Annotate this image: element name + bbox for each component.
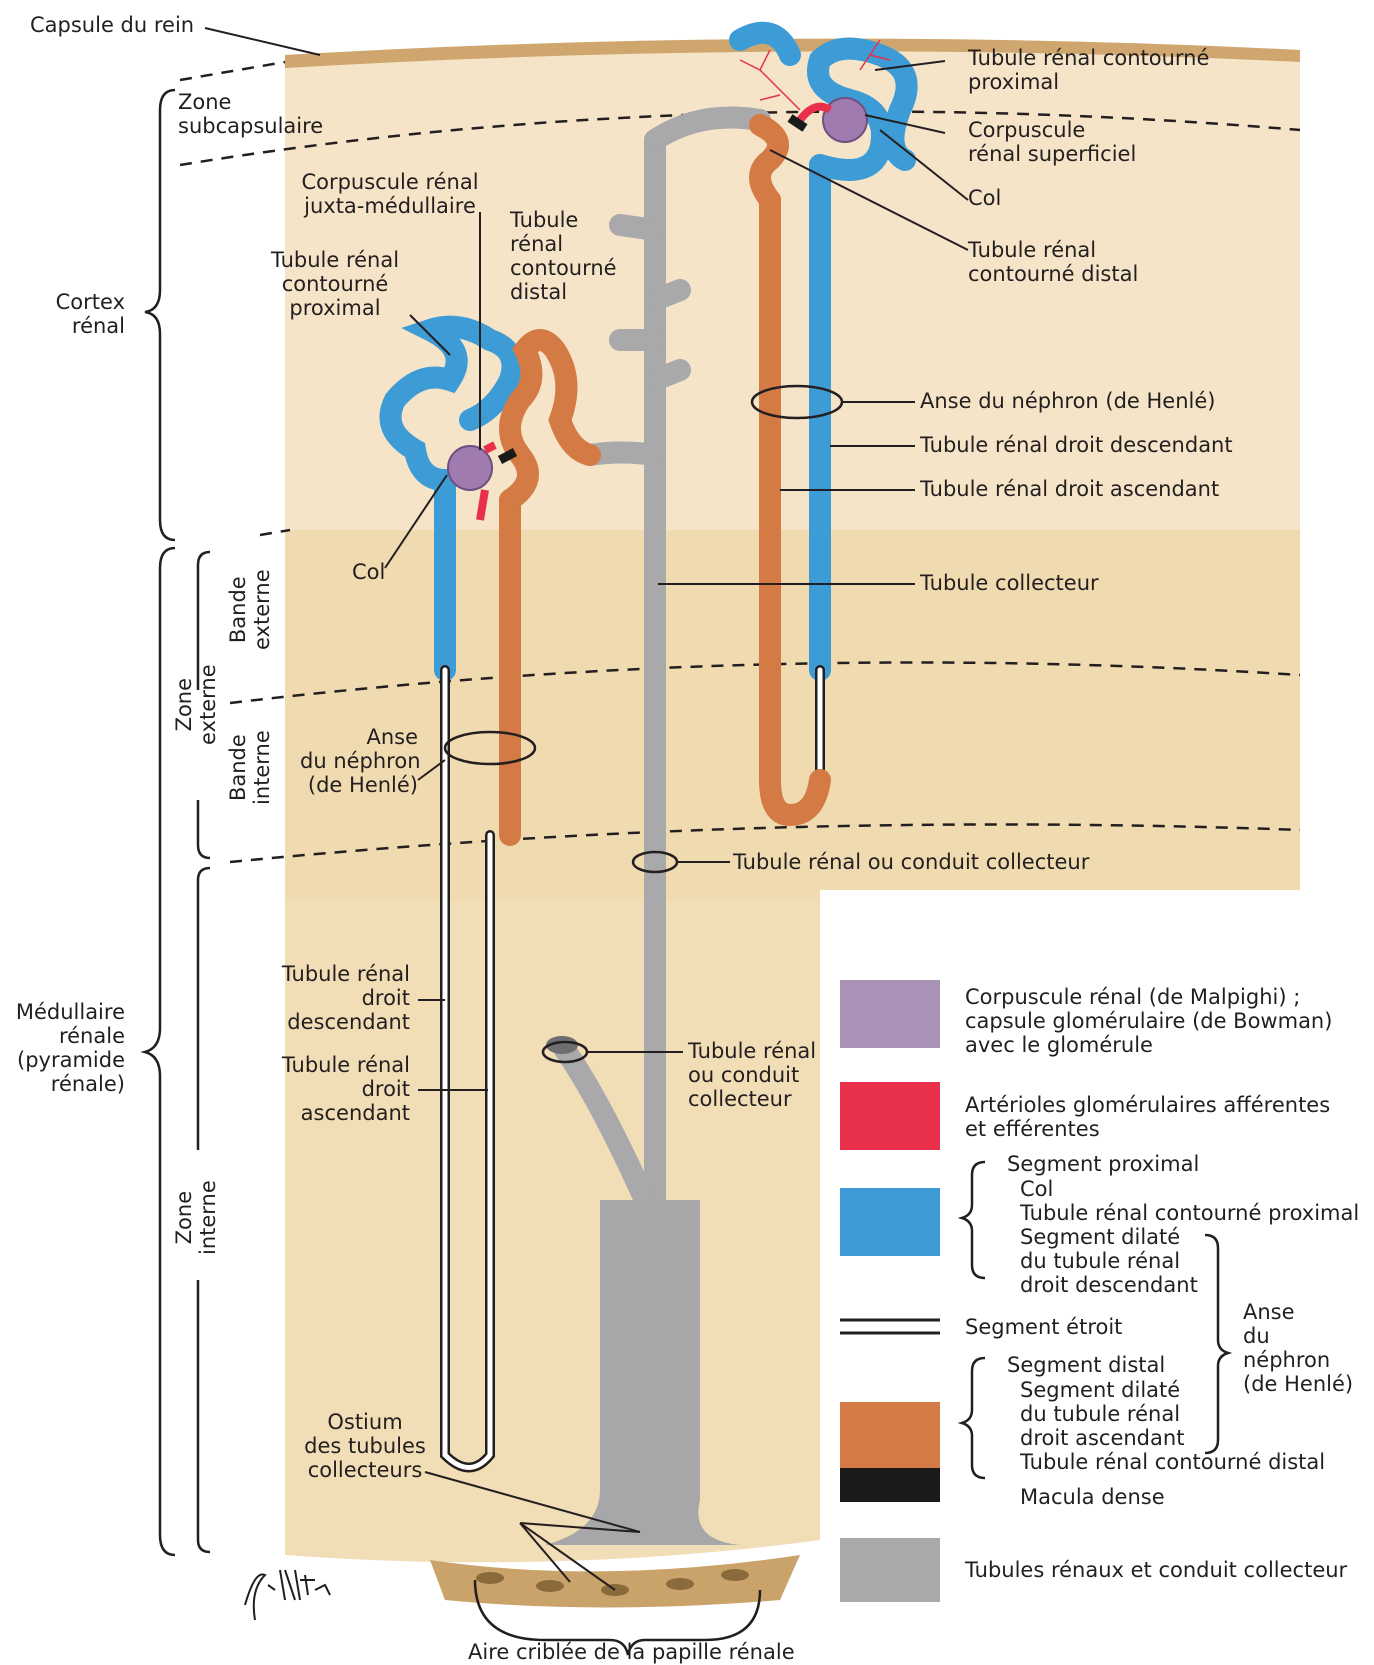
- legend-proximal-items: Col Tubule rénal contourné proximal Segm…: [1020, 1177, 1359, 1297]
- medulla-brace: [145, 548, 175, 1555]
- ostium-opening: [666, 1578, 694, 1590]
- outer-zone-label: Zone externe: [172, 664, 220, 745]
- cribrosa-label: Aire criblée de la papille rénale: [468, 1640, 795, 1664]
- capsule-label: Capsule du rein: [30, 13, 194, 37]
- ostium-opening: [721, 1569, 749, 1581]
- right-col-label: Col: [968, 186, 1001, 210]
- right-descending-label: Tubule rénal droit descendant: [920, 433, 1233, 457]
- legend-distal-head: Segment distal: [1007, 1353, 1165, 1377]
- medulla-label: Médullaire rénale (pyramide rénale): [5, 1000, 125, 1096]
- legend-collecting-swatch: [840, 1538, 940, 1602]
- legend-proximal-swatch: [840, 1188, 940, 1256]
- juxta-corpuscle-label: Corpuscule rénal juxta-médullaire: [290, 170, 490, 218]
- legend-proximal-head: Segment proximal: [1007, 1152, 1199, 1176]
- legend-narrow-text: Segment étroit: [965, 1315, 1122, 1339]
- subcapsular-zone-label: Zone subcapsulaire: [178, 90, 323, 138]
- legend-loop-text: Anse du néphron (de Henlé): [1243, 1300, 1353, 1396]
- legend-arteriole-swatch: [840, 1082, 940, 1150]
- left-loop-label: Anse du néphron (de Henlé): [300, 725, 418, 797]
- right-loop-label: Anse du néphron (de Henlé): [920, 389, 1216, 413]
- collecting-duct-mid-label: Tubule rénal ou conduit collecteur: [733, 850, 1089, 874]
- legend-collecting-text: Tubules rénaux et conduit collecteur: [965, 1558, 1347, 1582]
- legend-corpuscle-swatch: [840, 980, 940, 1048]
- legend-macula-text: Macula dense: [1020, 1485, 1165, 1509]
- cortex-brace: [145, 90, 175, 540]
- collecting-tubule-label: Tubule collecteur: [920, 571, 1099, 595]
- ostium-label: Ostium des tubules collecteurs: [295, 1410, 435, 1482]
- outer-band-label: Bande externe: [226, 569, 274, 650]
- legend-macula-swatch: [840, 1468, 940, 1502]
- right-distal-label: Tubule rénal contourné distal: [968, 238, 1138, 286]
- netter-signature: [245, 1570, 330, 1620]
- legend-corpuscle-text: Corpuscule rénal (de Malpighi) ; capsule…: [965, 985, 1332, 1057]
- juxtamedullary-corpuscle: [448, 446, 492, 490]
- ostium-opening: [476, 1572, 504, 1584]
- inner-zone-label: Zone interne: [172, 1180, 220, 1255]
- collecting-duct-low-label: Tubule rénal ou conduit collecteur: [688, 1039, 816, 1111]
- right-proximal-label: Tubule rénal contourné proximal: [968, 46, 1209, 94]
- legend-arteriole-text: Artérioles glomérulaires afférentes et e…: [965, 1093, 1330, 1141]
- left-ascending-label: Tubule rénal droit ascendant: [255, 1053, 410, 1125]
- left-col-label: Col: [352, 560, 385, 584]
- superficial-corpuscle: [823, 98, 867, 142]
- ostium-opening: [536, 1580, 564, 1592]
- superficial-corpuscle-label: Corpuscule rénal superficiel: [968, 118, 1136, 166]
- right-ascending-label: Tubule rénal droit ascendant: [920, 477, 1219, 501]
- inner-band-label: Bande interne: [226, 730, 274, 805]
- left-distal-label: Tubule rénal contourné distal: [510, 208, 617, 304]
- left-descending-label: Tubule rénal droit descendant: [255, 962, 410, 1034]
- cortex-label: Cortex rénal: [20, 290, 125, 338]
- left-proximal-label: Tubule rénal contourné proximal: [260, 248, 410, 320]
- legend-distal-swatch: [840, 1402, 940, 1468]
